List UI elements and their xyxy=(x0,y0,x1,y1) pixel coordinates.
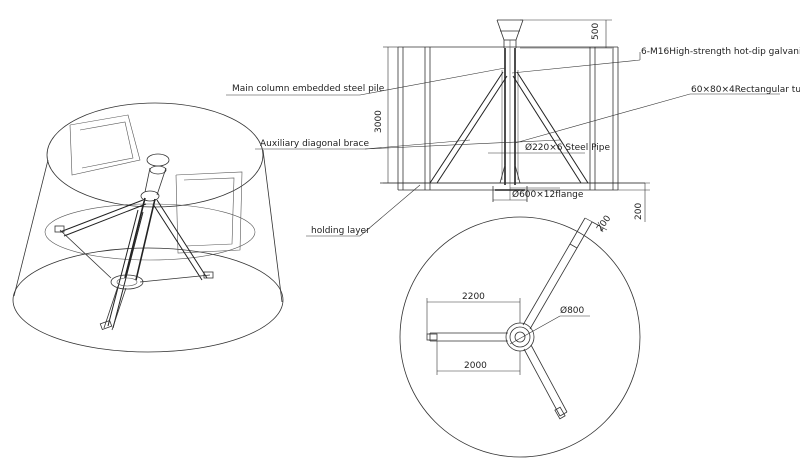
dim-500: 500 xyxy=(591,23,601,40)
plan-view: 2200 2000 Ø800 200 xyxy=(399,214,641,458)
isometric-view xyxy=(12,102,284,353)
dim-2200: 2200 xyxy=(462,292,485,302)
aux-brace-label: Auxiliary diagonal brace xyxy=(260,139,369,149)
iso-bottom-ellipse xyxy=(12,247,284,353)
dim-2000: 2000 xyxy=(464,361,487,371)
bolts-label: 6-M16High-strength hot-dip galvanized bo… xyxy=(641,47,800,57)
holding-layer-label: holding layer xyxy=(311,226,370,236)
iso-top-ellipse xyxy=(46,102,264,208)
elevation-view: 500 3000 200 Ø600×12flange Ø220×6 Steel … xyxy=(226,19,800,237)
dim-200-arm: 200 xyxy=(595,214,613,234)
steel-pipe-label: Ø220×6 Steel Pipe xyxy=(525,142,611,153)
iso-mid-ellipse xyxy=(44,203,256,261)
dim-200-bottom: 200 xyxy=(634,203,644,220)
main-column-label: Main column embedded steel pile xyxy=(232,84,385,94)
plan-outer-circle xyxy=(399,216,641,458)
flange-label: Ø600×12flange xyxy=(512,189,584,200)
dim-3000: 3000 xyxy=(374,110,384,133)
dim-dia-800: Ø800 xyxy=(560,305,585,316)
rect-tube-label: 60×80×4Rectangular tube xyxy=(691,85,800,95)
